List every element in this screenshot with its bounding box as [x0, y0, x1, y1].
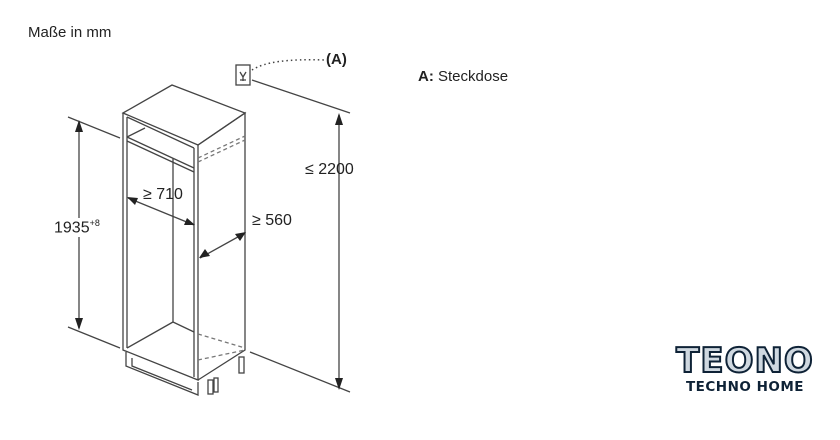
teono-logo: TEONO TECHNO HOME [660, 341, 830, 395]
legend-text: Steckdose [438, 68, 509, 85]
dim-max-height: ≤ 2200 [305, 161, 354, 178]
diagram-title: Maße in mm [28, 24, 112, 41]
callout-label: (A) [326, 51, 347, 68]
cabinet-top [121, 84, 247, 146]
dim-niche-height-value: 1935 [54, 219, 90, 237]
dim-line-710 [127, 197, 195, 226]
cabinet-front-left [122, 113, 199, 381]
dim-width: ≥ 710 [143, 186, 183, 203]
dim-niche-height: 1935+8 [54, 218, 100, 238]
logo-sub-text: TECHNO HOME [685, 379, 805, 395]
dim-niche-tolerance: +8 [89, 218, 100, 228]
legend-item: A: Steckdose [418, 68, 508, 85]
logo-main-text: TEONO [675, 341, 814, 381]
socket-icon [235, 64, 251, 86]
callout-leader [251, 58, 326, 71]
legend-key: A: [418, 68, 434, 85]
cabinet-side-right [197, 111, 246, 381]
dim-depth: ≥ 560 [252, 212, 292, 229]
